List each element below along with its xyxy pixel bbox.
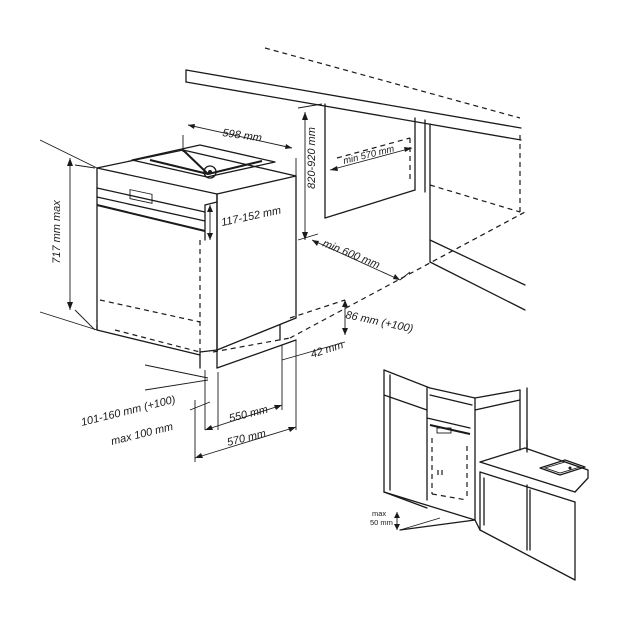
label-inset-max: max bbox=[372, 509, 386, 518]
label-height-max: 717 mm max bbox=[51, 200, 63, 264]
dimension-lines bbox=[39, 103, 413, 462]
niche-floor-outline bbox=[212, 211, 526, 353]
label-width-top: 598 mm bbox=[222, 127, 263, 144]
label-panel-height: 117-152 mm bbox=[220, 205, 282, 229]
countertop bbox=[185, 47, 526, 311]
dishwasher bbox=[96, 144, 297, 369]
label-door-gap-max: max 100 mm bbox=[110, 421, 175, 448]
inset-kitchen-illustration bbox=[383, 369, 589, 581]
label-depth-outer: 570 mm bbox=[226, 428, 267, 449]
label-plinth-offset: 42 mm bbox=[309, 339, 345, 361]
label-depth-inner: 550 mm bbox=[228, 404, 269, 425]
label-niche-depth: min 570 mm bbox=[342, 144, 395, 167]
label-niche-height: 820-920 mm bbox=[306, 127, 318, 189]
label-inset-value: 50 mm bbox=[370, 518, 393, 527]
label-niche-width: min 600 mm bbox=[321, 238, 382, 272]
label-plinth-height: 86 mm (+100) bbox=[344, 309, 414, 335]
